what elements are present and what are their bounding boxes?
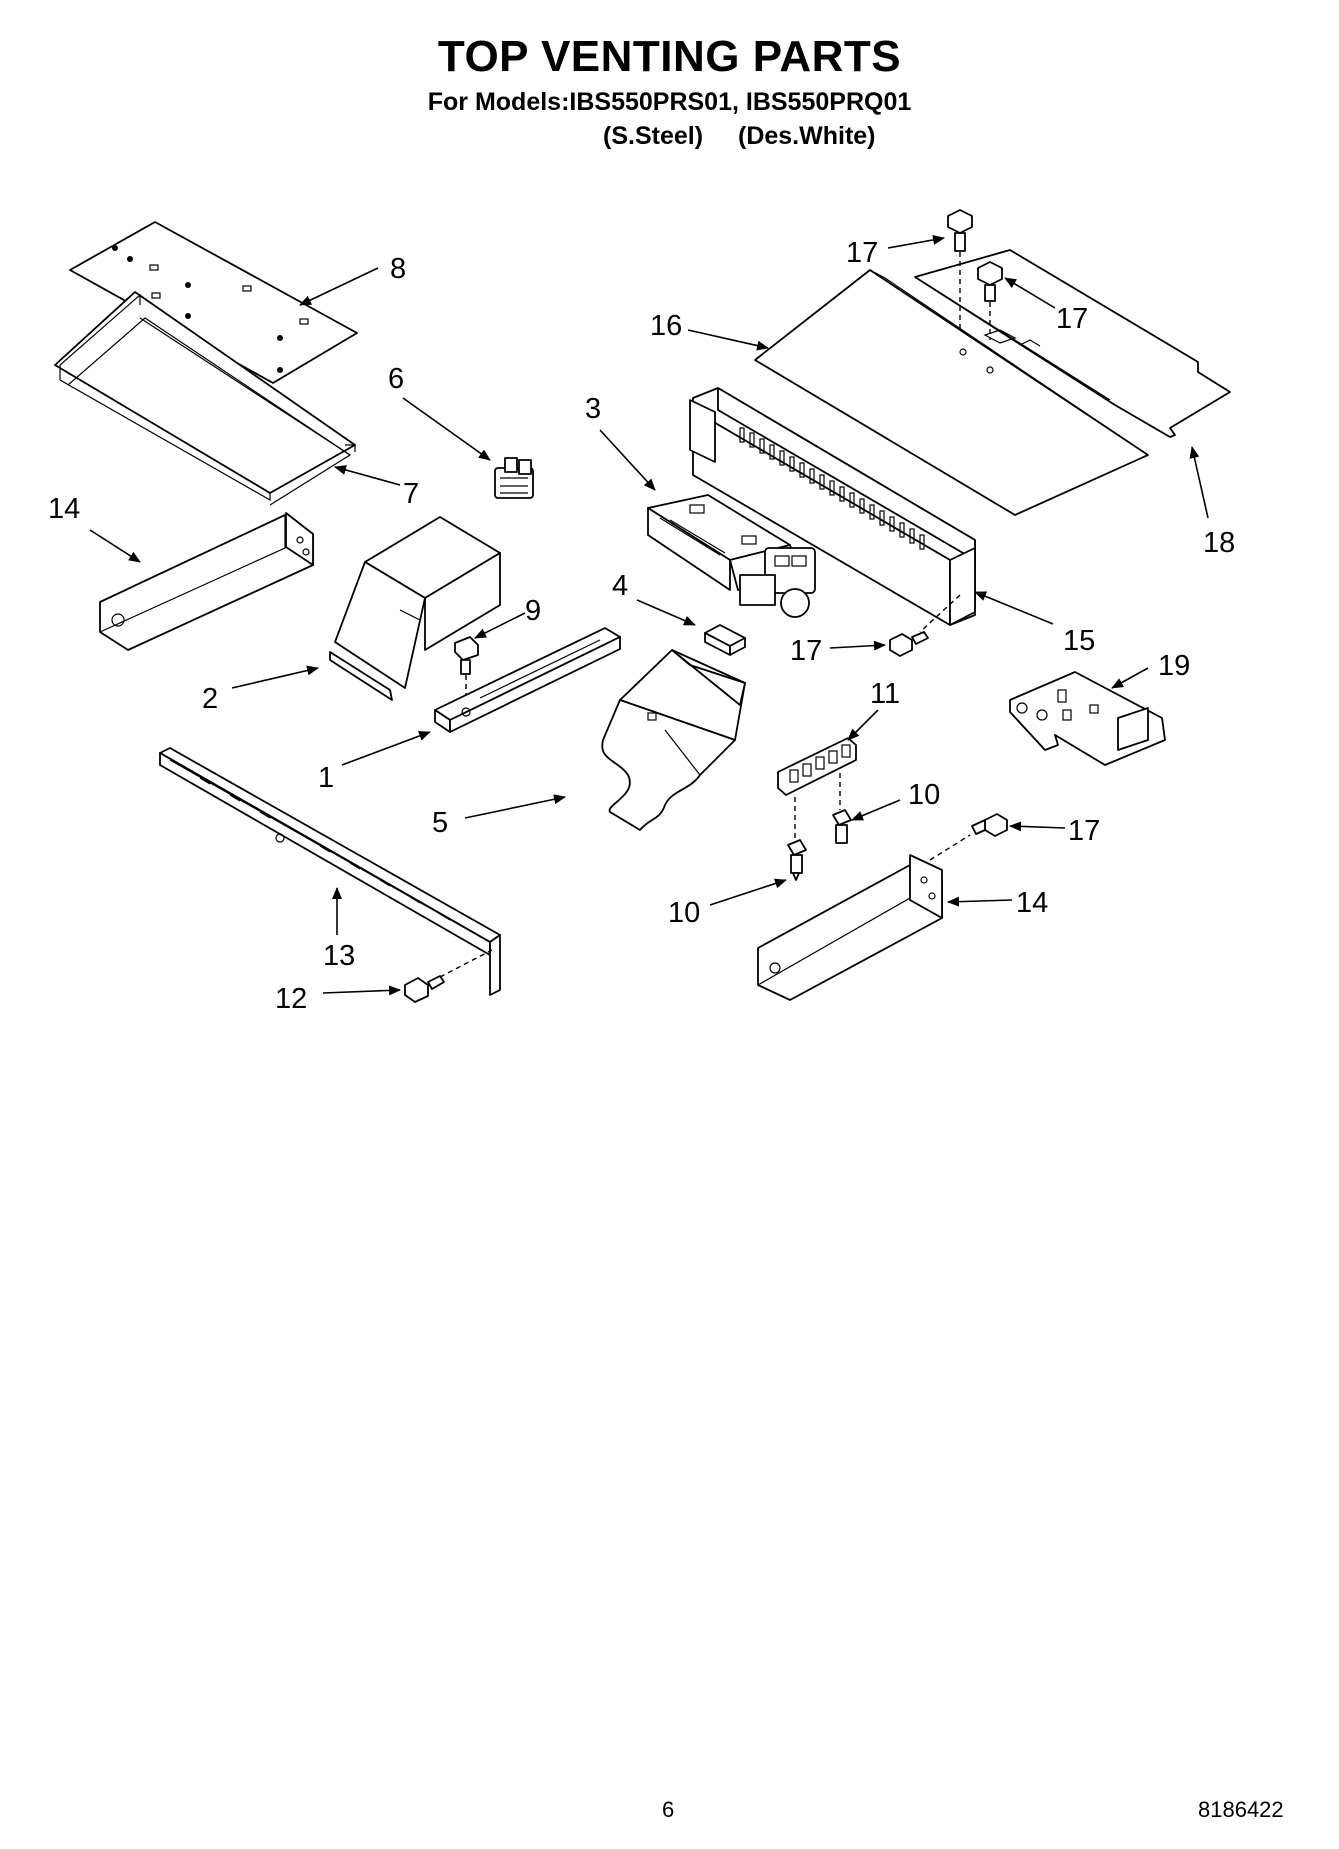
callout-10-lower: 10 — [668, 897, 700, 929]
part-7-tray — [54, 291, 356, 506]
part-4-block — [704, 624, 746, 656]
part-9-screw — [454, 636, 479, 708]
callout-8: 8 — [390, 253, 406, 285]
callout-13: 13 — [323, 940, 355, 972]
part-17-screw-mid — [977, 261, 1003, 340]
part-6-connector — [494, 457, 534, 499]
callout-14-right: 14 — [1016, 887, 1048, 919]
part-11-terminal-block — [777, 737, 857, 840]
callout-17-top: 17 — [846, 237, 878, 269]
callout-2: 2 — [202, 683, 218, 715]
callout-16: 16 — [650, 310, 682, 342]
models-line: For Models:IBS550PRS01, IBS550PRQ01 — [427, 88, 912, 116]
callout-19: 19 — [1158, 650, 1190, 682]
page-title: TOP VENTING PARTS — [437, 32, 902, 81]
part-10-screw-b — [787, 839, 807, 881]
part-13-rail — [159, 747, 501, 996]
part-5-lower-duct — [601, 649, 746, 831]
callout-4: 4 — [612, 570, 628, 602]
part-12-screw — [404, 949, 493, 1003]
page-number: 6 — [662, 1797, 675, 1822]
document-number: 8186422 — [1198, 1797, 1284, 1822]
callout-11: 11 — [870, 678, 900, 710]
callout-3: 3 — [585, 393, 601, 425]
part-14-right-bracket — [757, 834, 971, 1001]
callout-10-upper: 10 — [908, 779, 940, 811]
callout-5: 5 — [432, 807, 448, 839]
callout-14-left: 14 — [48, 493, 80, 525]
part-1-bar — [434, 627, 621, 733]
part-17-screw-duct — [889, 631, 929, 657]
callout-15: 15 — [1063, 625, 1095, 657]
callout-17-bracket: 17 — [1068, 815, 1100, 847]
part-16-cover-plate — [754, 269, 1149, 516]
callout-17-mid: 17 — [1056, 303, 1088, 335]
callout-17-duct: 17 — [790, 635, 822, 667]
part-14-left-bracket — [99, 512, 314, 651]
callout-labels: 8 6 7 14 3 4 9 2 1 5 13 12 17 17 16 18 1… — [48, 237, 1235, 1015]
part-17-screw-bracket — [971, 813, 1008, 837]
part-15-vent-duct — [689, 387, 976, 633]
finish-white: (Des.White) — [738, 122, 876, 150]
callout-12: 12 — [275, 983, 307, 1015]
part-17-screw-top — [947, 209, 973, 330]
callout-6: 6 — [388, 363, 404, 395]
callout-9: 9 — [525, 595, 541, 627]
part-19-bracket-plate — [1009, 671, 1166, 766]
part-3-switch-assembly — [647, 494, 816, 618]
callout-7: 7 — [403, 478, 419, 510]
finish-steel: (S.Steel) — [603, 122, 704, 150]
callout-1: 1 — [318, 762, 334, 794]
part-2-air-duct — [329, 516, 501, 701]
leader-lines — [89, 235, 1209, 996]
callout-18: 18 — [1203, 527, 1235, 559]
part-10-screw-a — [832, 809, 852, 844]
